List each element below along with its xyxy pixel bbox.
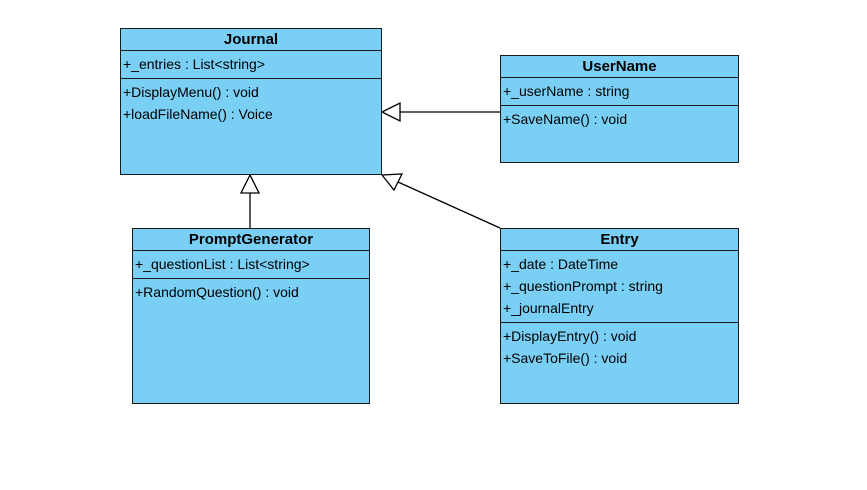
class-promptgenerator-operations: +RandomQuestion() : void — [133, 279, 369, 306]
attribute-journalentry: +_journalEntry — [503, 300, 594, 316]
operation-displayentry: +DisplayEntry() : void — [503, 328, 637, 344]
class-promptgenerator-name: PromptGenerator — [133, 229, 369, 251]
hollow-triangle-arrowhead — [239, 173, 261, 194]
hollow-triangle-arrowhead — [380, 101, 401, 123]
attribute-entries: +_entries : List<string> — [123, 56, 266, 72]
class-entry-attributes: +_date : DateTime +_questionPrompt : str… — [501, 251, 738, 323]
class-username-operations: +SaveName() : void — [501, 106, 738, 133]
class-promptgenerator[interactable]: PromptGenerator +_questionList : List<st… — [132, 228, 370, 404]
operation-loadfilename: +loadFileName() : Voice — [123, 106, 273, 122]
generalization-entry-to-journal — [380, 173, 501, 229]
class-entry-name: Entry — [501, 229, 738, 251]
operation-randomquestion: +RandomQuestion() : void — [135, 284, 299, 300]
attribute-date: +_date : DateTime — [503, 256, 619, 272]
class-journal-operations: +DisplayMenu() : void +loadFileName() : … — [121, 79, 381, 128]
operation-savetofile: +SaveToFile() : void — [503, 350, 628, 366]
class-username-name: UserName — [501, 56, 738, 78]
class-journal[interactable]: Journal +_entries : List<string> +Displa… — [120, 28, 382, 175]
generalization-username-to-journal — [380, 101, 500, 123]
attribute-username: +_userName : string — [503, 83, 630, 99]
hollow-triangle-arrowhead — [380, 173, 404, 192]
class-entry-operations: +DisplayEntry() : void +SaveToFile() : v… — [501, 323, 738, 372]
class-entry[interactable]: Entry +_date : DateTime +_questionPrompt… — [500, 228, 739, 404]
attribute-questionlist: +_questionList : List<string> — [135, 256, 310, 272]
operation-displaymenu: +DisplayMenu() : void — [123, 84, 259, 100]
attribute-questionprompt: +_questionPrompt : string — [503, 278, 663, 294]
generalization-promptgenerator-to-journal — [239, 173, 261, 228]
class-promptgenerator-attributes: +_questionList : List<string> — [133, 251, 369, 279]
class-username[interactable]: UserName +_userName : string +SaveName()… — [500, 55, 739, 163]
class-username-attributes: +_userName : string — [501, 78, 738, 106]
class-journal-name: Journal — [121, 29, 381, 51]
class-journal-attributes: +_entries : List<string> — [121, 51, 381, 79]
operation-savename: +SaveName() : void — [503, 111, 628, 127]
